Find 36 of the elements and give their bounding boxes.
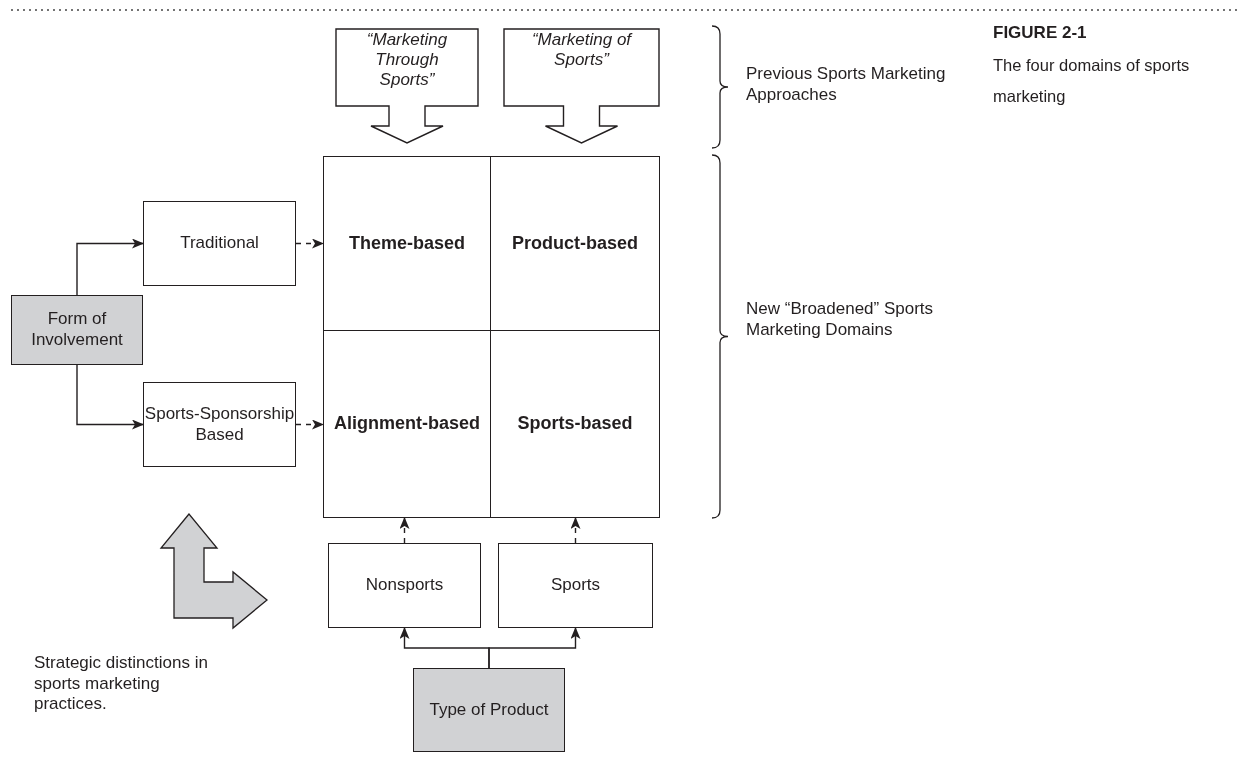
annotation-text: Strategic distinctions in sports marketing practices. — [34, 653, 209, 716]
arrow — [76, 364, 144, 430]
domain-cell — [490, 156, 660, 331]
node-label: Form of Involvement — [30, 309, 124, 351]
node-label: “Marketing of Sports” — [530, 30, 634, 71]
figure-caption: The four domains of sports marketing — [993, 55, 1191, 107]
node-label: Nonsports — [365, 575, 444, 596]
process-box — [143, 201, 296, 286]
process-box — [498, 543, 653, 628]
domain-cell — [490, 330, 660, 518]
callout-arrow-box — [335, 28, 479, 144]
process-box — [143, 382, 296, 467]
category-box — [413, 668, 565, 752]
process-box — [328, 543, 481, 628]
domain-cell — [323, 156, 491, 331]
domain-label: Theme-based — [348, 232, 465, 255]
node-label: Sports — [550, 575, 601, 596]
callout-arrow-box — [503, 28, 660, 144]
category-box — [11, 295, 143, 365]
node-label: “Marketing Through Sports” — [365, 30, 449, 91]
arrow — [488, 627, 581, 669]
node-label: Traditional — [180, 233, 259, 254]
arrow — [295, 419, 324, 430]
arrow — [399, 517, 410, 544]
annotation-text: Previous Sports Marketing Approaches — [746, 64, 947, 106]
domain-label: Sports-based — [517, 413, 633, 435]
domain-cell — [323, 330, 491, 518]
arrow — [295, 238, 324, 249]
figure-title: FIGURE 2-1 — [993, 23, 1087, 44]
node-label: Type of Product — [429, 699, 549, 721]
arrow — [76, 238, 144, 296]
annotation-text: New “Broadened” Sports Marketing Domains — [746, 299, 935, 341]
domain-label: Alignment-based — [334, 413, 480, 435]
arrow — [570, 517, 581, 544]
node-label: Sports-Sponsorship Based — [144, 403, 295, 446]
domain-label: Product-based — [512, 232, 638, 255]
